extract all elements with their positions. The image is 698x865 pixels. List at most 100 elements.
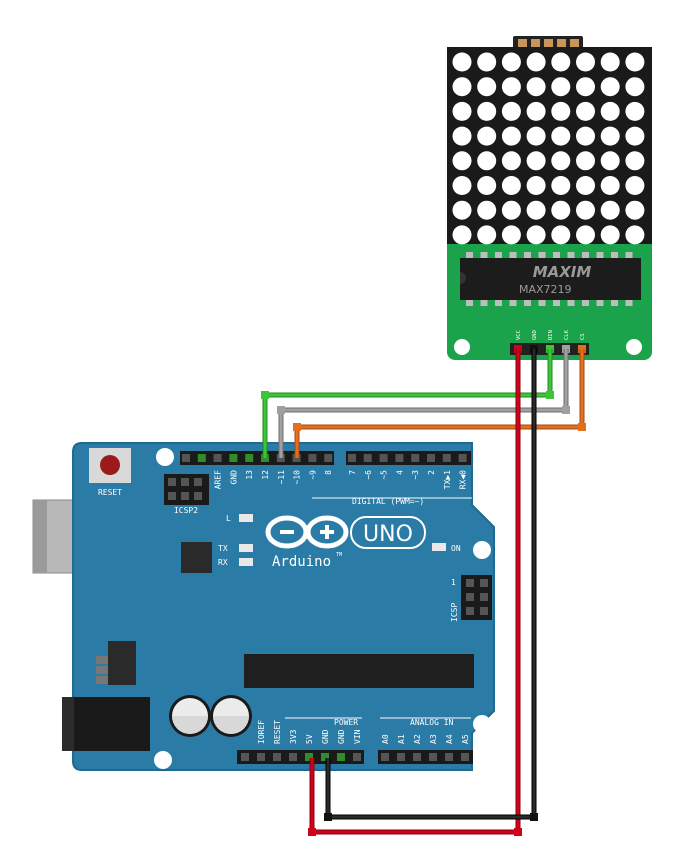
led-dot: [452, 200, 472, 220]
power-label: POWER: [334, 718, 358, 727]
led-dot: [576, 200, 595, 220]
digital-socket[interactable]: [213, 454, 222, 462]
mount-hole-left: [454, 339, 470, 355]
wire-din: [262, 349, 553, 458]
digital-socket[interactable]: [379, 454, 388, 462]
led-dot: [477, 225, 497, 245]
mount-hole-right: [626, 339, 642, 355]
digital-socket[interactable]: [363, 454, 372, 462]
usb-chip: [181, 542, 212, 573]
reset-button-cap[interactable]: [100, 455, 120, 475]
analog-socket[interactable]: [461, 753, 469, 761]
led-dot: [501, 176, 521, 195]
digital-socket[interactable]: [411, 454, 420, 462]
power-socket[interactable]: [353, 753, 361, 761]
digital-socket[interactable]: [308, 454, 317, 462]
led-dot: [452, 126, 472, 146]
digital-socket[interactable]: [442, 454, 451, 462]
voltage-regulator: [96, 641, 136, 685]
power-socket[interactable]: [273, 753, 281, 761]
led-dot: [501, 101, 521, 121]
power-pin-label: 5V: [305, 734, 314, 744]
digital-socket[interactable]: [348, 454, 356, 462]
led-dot: [526, 200, 546, 220]
board-hole: [473, 541, 491, 559]
uno-label: UNO: [363, 522, 413, 547]
digital-pin-label: ~6: [364, 470, 373, 480]
led-rx: [239, 558, 253, 566]
led-dot: [600, 200, 620, 220]
led-dot: [625, 77, 645, 97]
icsp-label: ICSP: [450, 603, 459, 622]
analog-pin-label: A2: [413, 734, 422, 744]
led-dot: [600, 101, 620, 121]
led-dot: [600, 176, 620, 195]
led-dot: [526, 151, 546, 171]
power-socket[interactable]: [321, 753, 329, 761]
led-dot: [477, 200, 497, 220]
led-dot: [501, 126, 521, 146]
led-dot: [551, 101, 571, 121]
led-dot: [526, 77, 546, 97]
module-pin-label: CLK: [564, 329, 570, 340]
led-dot: [576, 101, 595, 121]
led-dot: [600, 126, 620, 146]
digital-pin-label: 12: [261, 470, 270, 480]
led-dot: [576, 151, 595, 171]
power-jack: [62, 697, 150, 751]
power-socket[interactable]: [337, 753, 345, 761]
digital-socket[interactable]: [395, 454, 404, 462]
wires: [261, 349, 586, 836]
analog-socket[interactable]: [429, 753, 437, 761]
led-dot: [625, 225, 645, 245]
rx-label: RX: [218, 558, 228, 567]
led-dot: [526, 101, 546, 121]
led-tx: [239, 544, 253, 552]
led-l: [239, 514, 253, 522]
led-dot: [625, 126, 645, 146]
led-dot: [625, 151, 645, 171]
digital-socket[interactable]: [427, 454, 435, 462]
analog-socket[interactable]: [381, 753, 389, 761]
led-dot: [501, 200, 521, 220]
led-dot: [452, 225, 472, 245]
led-dot: [625, 52, 645, 72]
analog-socket[interactable]: [413, 753, 421, 761]
led-dot: [452, 101, 472, 121]
icsp-pin1-label: 1: [451, 578, 456, 587]
digital-socket[interactable]: [324, 454, 333, 462]
digital-pin-label: ~3: [411, 470, 420, 480]
led-dot: [452, 151, 472, 171]
power-header: [237, 750, 364, 764]
module-pin-label: GND: [532, 330, 538, 340]
led-matrix: [447, 47, 652, 244]
digital-socket[interactable]: [182, 454, 190, 462]
power-pin-label: 3V3: [289, 729, 298, 744]
module-pin-label: VCC: [516, 330, 522, 340]
analog-socket[interactable]: [445, 753, 453, 761]
power-socket[interactable]: [289, 753, 297, 761]
power-socket[interactable]: [257, 753, 265, 761]
digital-pin-label: ~11: [277, 470, 286, 485]
on-label: ON: [451, 544, 461, 553]
digital-socket[interactable]: [245, 454, 254, 462]
led-dot: [477, 151, 497, 171]
power-pin-label: GND: [321, 729, 330, 744]
digital-socket[interactable]: [197, 454, 206, 462]
led-dot: [501, 52, 521, 72]
led-dot: [551, 126, 571, 146]
power-socket[interactable]: [241, 753, 249, 761]
led-dot: [477, 52, 497, 72]
digital-pin-label: ~10: [293, 470, 302, 485]
reset-label: RESET: [98, 488, 122, 497]
digital-pin-label: 13: [245, 470, 254, 480]
module-pin-label: CS: [580, 333, 586, 340]
power-socket[interactable]: [305, 753, 313, 761]
digital-socket[interactable]: [229, 454, 238, 462]
power-pin-label: IOREF: [257, 720, 266, 744]
analog-socket[interactable]: [397, 753, 405, 761]
digital-socket[interactable]: [458, 454, 467, 462]
led-dot: [551, 225, 571, 245]
